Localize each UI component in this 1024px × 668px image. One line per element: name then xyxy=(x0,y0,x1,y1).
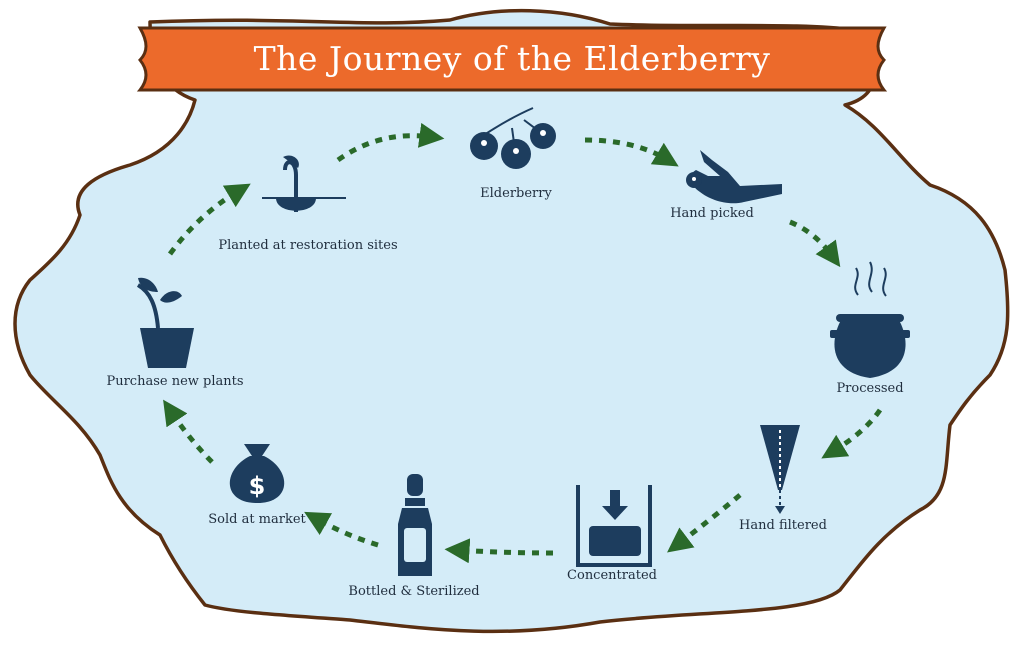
berries-icon xyxy=(470,107,556,169)
arrow-processed-to-filtered xyxy=(821,408,883,459)
money-bag-icon: $ xyxy=(229,444,285,503)
step-label-concentrated: Concentrated xyxy=(567,568,657,583)
arrow-bottled-to-sold xyxy=(304,511,379,548)
filter-icon xyxy=(760,425,800,514)
arrow-filtered-to-concentrated xyxy=(667,493,742,553)
press-icon xyxy=(576,485,652,567)
seedling-icon xyxy=(262,155,346,212)
arrow-concentrated-to-bottled xyxy=(444,538,554,564)
step-label-sold-at-market: Sold at market xyxy=(208,512,306,527)
hand-icon xyxy=(686,150,782,204)
step-label-processed: Processed xyxy=(836,381,904,396)
arrow-elderberry-to-handpicked xyxy=(584,137,679,167)
arrow-sold-to-purchase xyxy=(163,399,214,464)
bottle-icon xyxy=(398,474,432,576)
pot-icon xyxy=(830,261,910,378)
potted-plant-icon xyxy=(136,277,194,368)
title-banner xyxy=(136,26,888,92)
step-label-purchase-new-plants: Purchase new plants xyxy=(106,374,244,389)
arrow-handpicked-to-processed xyxy=(789,219,841,268)
step-label-hand-picked: Hand picked xyxy=(670,206,754,221)
step-label-hand-filtered: Hand filtered xyxy=(739,518,827,533)
step-label-planted-restoration: Planted at restoration sites xyxy=(218,238,398,253)
page-title: The Journey of the Elderberry xyxy=(253,39,771,78)
cycle-arrows xyxy=(163,122,883,564)
arrow-purchase-to-planted xyxy=(167,183,251,256)
arrow-planted-to-elderberry xyxy=(336,122,445,163)
svg-text:$: $ xyxy=(249,472,266,500)
step-label-bottled-sterilized: Bottled & Sterilized xyxy=(348,584,480,599)
step-label-elderberry: Elderberry xyxy=(480,186,552,201)
